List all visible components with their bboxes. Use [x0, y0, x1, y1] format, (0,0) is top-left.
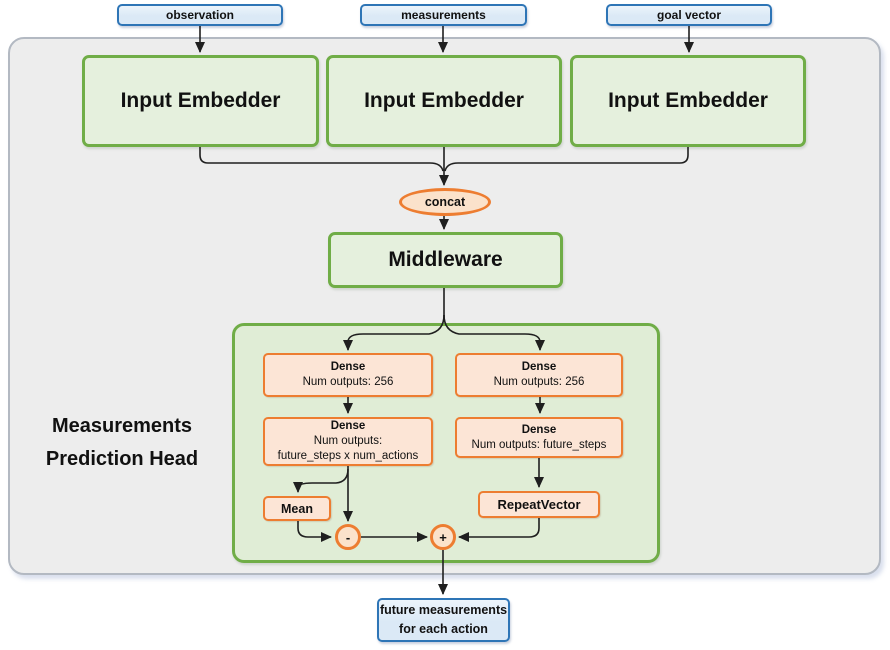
dense-right-top-box: Dense Num outputs: 256: [455, 353, 623, 397]
repeat-vector-box: RepeatVector: [478, 491, 600, 518]
plus-op-circle: +: [430, 524, 456, 550]
embedder-label: Input Embedder: [364, 89, 524, 112]
input-box-observation: observation: [117, 4, 283, 26]
input-embedder-box-1: Input Embedder: [82, 55, 319, 147]
input-label: goal vector: [656, 8, 722, 22]
middleware-box: Middleware: [328, 232, 563, 288]
output-box: future measurements for each action: [377, 598, 510, 642]
prediction-head-title-line2: Prediction Head: [45, 448, 199, 470]
dense-left-bottom-box: Dense Num outputs: future_steps x num_ac…: [263, 417, 433, 466]
output-label-line1: future measurements: [379, 603, 508, 617]
prediction-head-title: Measurements Prediction Head: [20, 410, 224, 476]
dense-title: Dense: [521, 361, 557, 373]
output-label-line2: for each action: [399, 622, 488, 636]
minus-op-circle: -: [335, 524, 361, 550]
input-label: observation: [165, 8, 234, 22]
embedder-label: Input Embedder: [608, 89, 768, 112]
embedder-label: Input Embedder: [120, 89, 281, 112]
input-embedder-box-2: Input Embedder: [326, 55, 562, 147]
prediction-head-title-line1: Measurements: [51, 415, 193, 437]
dense-num-outputs: Num outputs:: [313, 435, 383, 447]
mean-label: Mean: [281, 501, 313, 516]
concat-ellipse: concat: [399, 188, 491, 216]
dense-num-outputs: Num outputs: 256: [302, 376, 394, 388]
mean-box: Mean: [263, 496, 331, 521]
dense-num-outputs-detail: future_steps x num_actions: [277, 450, 419, 462]
dense-title: Dense: [330, 420, 366, 432]
minus-op-label: -: [345, 529, 351, 545]
dense-num-outputs: Num outputs: future_steps: [471, 438, 607, 451]
middleware-label: Middleware: [388, 248, 503, 271]
dense-title: Dense: [330, 361, 366, 373]
dense-left-top-box: Dense Num outputs: 256: [263, 353, 433, 397]
dense-right-bottom-box: Dense Num outputs: future_steps: [455, 417, 623, 458]
dense-title: Dense: [521, 423, 557, 436]
concat-label: concat: [424, 195, 466, 209]
input-embedder-box-3: Input Embedder: [570, 55, 806, 147]
input-box-goal-vector: goal vector: [606, 4, 772, 26]
plus-op-label: +: [439, 529, 447, 545]
dense-num-outputs: Num outputs: 256: [493, 376, 585, 388]
input-box-measurements: measurements: [360, 4, 527, 26]
repeat-vector-label: RepeatVector: [497, 497, 581, 512]
input-label: measurements: [401, 8, 486, 22]
